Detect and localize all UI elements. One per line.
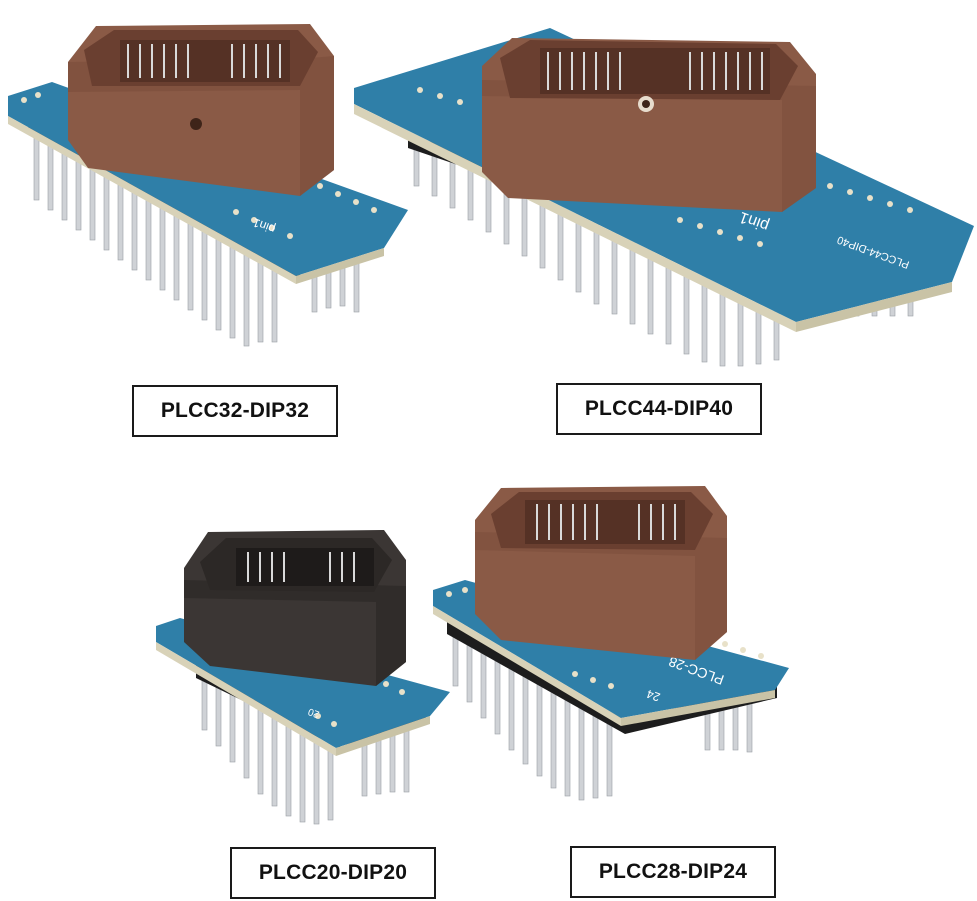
label-plcc44-dip40: PLCC44-DIP40 <box>556 383 762 435</box>
adapter-plcc20-dip20-image: 20 <box>156 530 450 825</box>
label-plcc20-dip20: PLCC20-DIP20 <box>230 847 436 899</box>
label-plcc28-dip24: PLCC28-DIP24 <box>570 846 776 898</box>
adapter-plcc44-dip40-image: pin1 PLCC44-DIP40 <box>354 28 974 367</box>
label-plcc32-dip32: PLCC32-DIP32 <box>132 385 338 437</box>
svg-text:24: 24 <box>644 687 662 705</box>
adapter-plcc28-dip24-image: PLCC-28 24 <box>433 486 789 801</box>
adapter-plcc32-dip32-image: pin1 <box>8 24 408 347</box>
svg-text:20: 20 <box>306 705 321 719</box>
